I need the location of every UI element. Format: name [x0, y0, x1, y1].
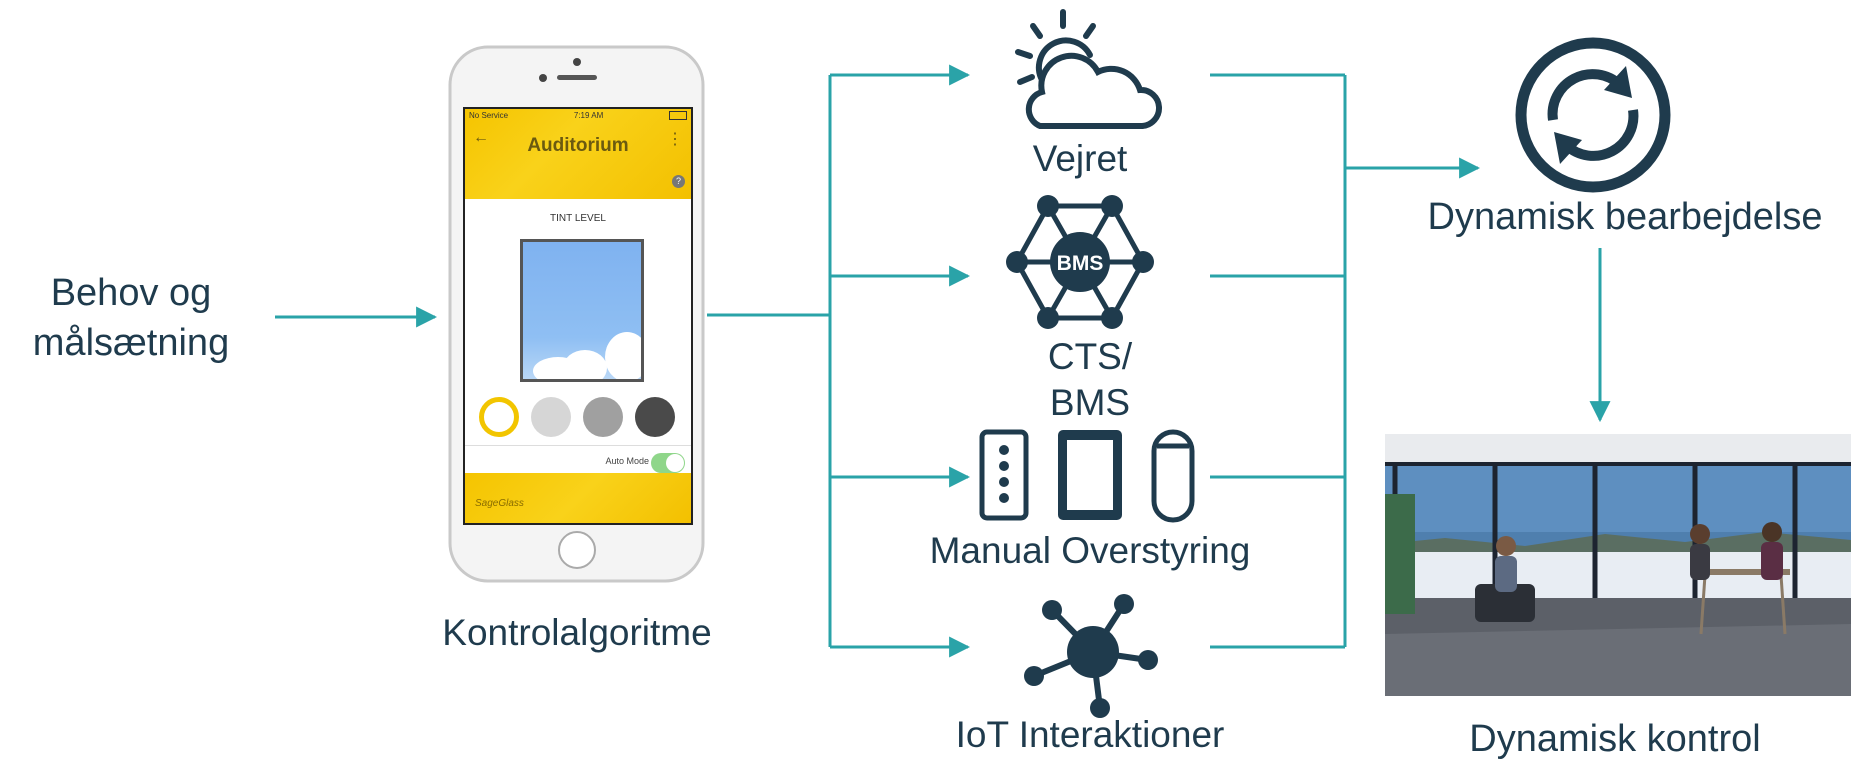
- back-arrow-icon[interactable]: ←: [473, 129, 489, 146]
- tint-option-dark[interactable]: [635, 397, 675, 437]
- phone-screen: No Service 7:19 AM ← Auditorium ⋮ ? TINT…: [463, 107, 693, 525]
- label-needs: Behov og målsætning: [32, 272, 230, 364]
- auto-mode-label: Auto Mode: [605, 456, 649, 466]
- auto-mode-row: Auto Mode: [465, 445, 691, 478]
- screen-header: No Service 7:19 AM ← Auditorium ⋮ ?: [465, 109, 691, 199]
- tint-option-medium[interactable]: [583, 397, 623, 437]
- battery-icon: [668, 111, 687, 120]
- tint-option-clear[interactable]: [479, 397, 519, 437]
- tint-level-selector: [479, 397, 679, 441]
- sync-cycle-icon: [1515, 37, 1671, 193]
- window-preview: [520, 239, 644, 382]
- office-room-photo: [1385, 434, 1851, 696]
- iot-hub-icon: [1024, 594, 1158, 718]
- screen-footer: SageGlass: [465, 473, 691, 523]
- smart-speaker-icon: [1151, 429, 1195, 523]
- tablet-icon: [1058, 430, 1122, 520]
- auto-mode-toggle[interactable]: [651, 453, 685, 473]
- bms-badge-text: BMS: [1057, 252, 1104, 275]
- label-bms: CTS/ BMS: [1047, 336, 1133, 423]
- label-weather: Vejret: [1032, 138, 1128, 179]
- help-icon[interactable]: ?: [672, 175, 685, 188]
- label-dynamic-processing: Dynamisk bearbejdelse: [1427, 196, 1823, 238]
- phone-icon: [979, 429, 1029, 521]
- overflow-menu-icon[interactable]: ⋮: [667, 131, 683, 148]
- status-carrier: No Service: [469, 111, 509, 120]
- tint-level-label: TINT LEVEL: [550, 213, 606, 224]
- status-bar: No Service 7:19 AM: [469, 111, 687, 120]
- label-control-algorithm: Kontrolalgoritme: [442, 612, 712, 653]
- label-iot: IoT Interaktioner: [955, 714, 1225, 755]
- status-time: 7:19 AM: [573, 111, 604, 120]
- tint-option-light[interactable]: [531, 397, 571, 437]
- label-dynamic-control: Dynamisk kontrol: [1469, 718, 1761, 760]
- brand-logo: SageGlass: [475, 498, 524, 509]
- screen-title: Auditorium: [527, 135, 629, 156]
- bms-network-icon: BMS: [1006, 195, 1154, 329]
- weather-cloud-sun-icon: [1015, 9, 1163, 129]
- label-manual-override: Manual Overstyring: [929, 530, 1251, 571]
